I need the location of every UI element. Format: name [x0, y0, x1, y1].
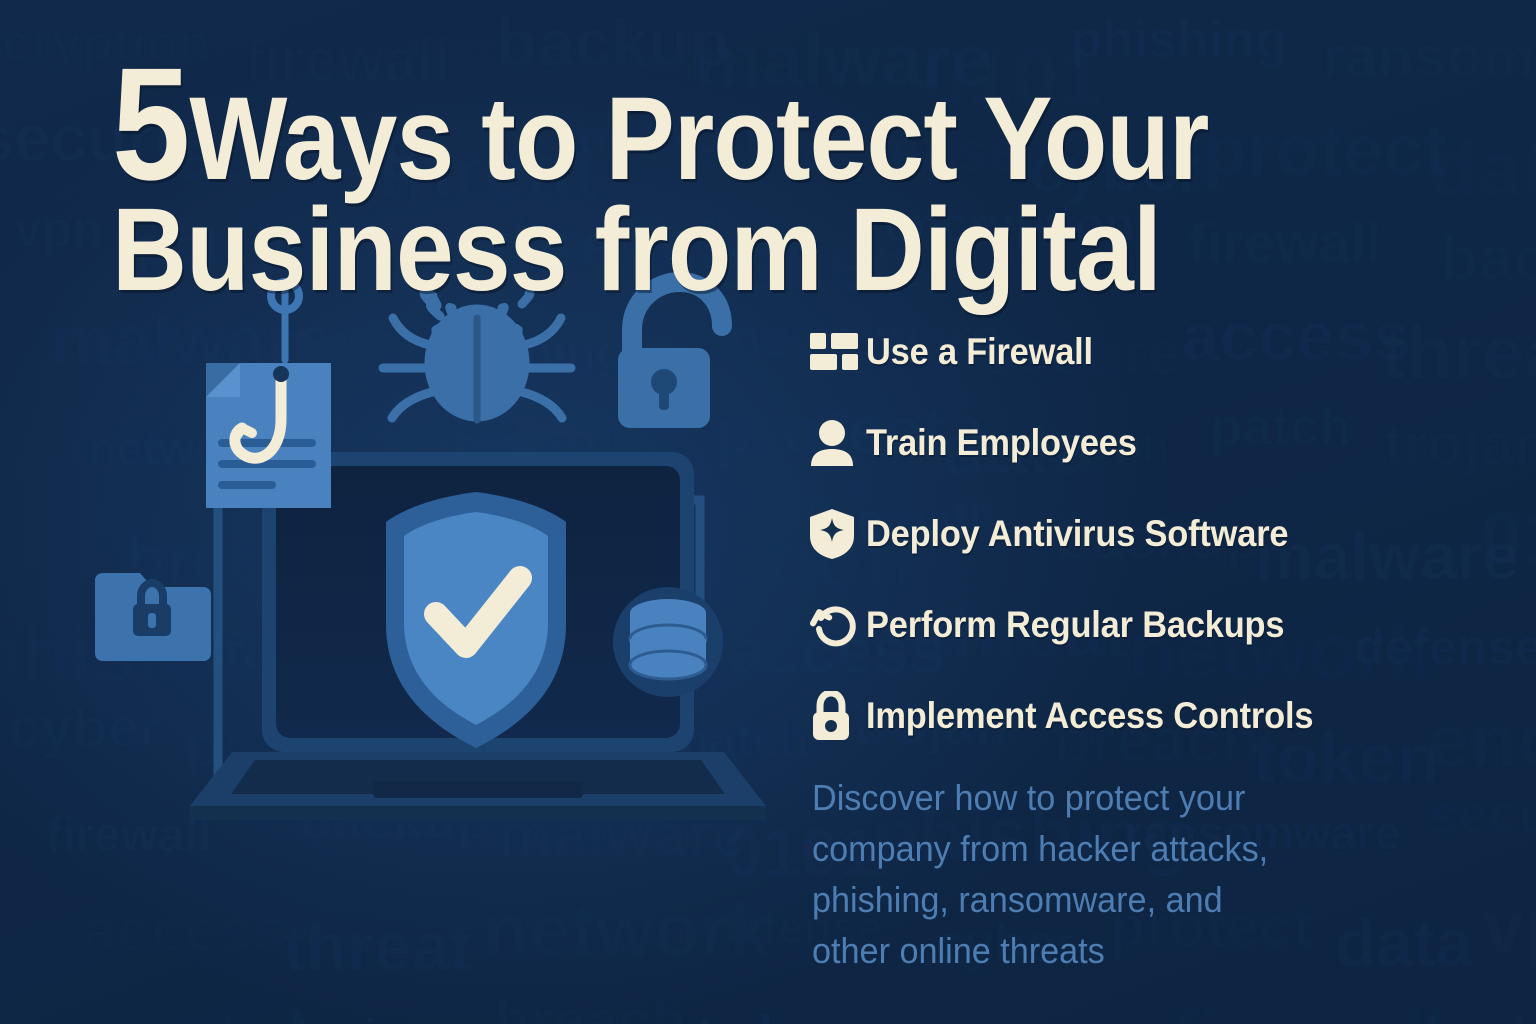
texture-word: data	[1429, 124, 1536, 213]
checklist-item-firewall[interactable]: Use a Firewall	[810, 306, 1470, 397]
padlock-icon	[810, 690, 866, 742]
description-text: Discover how to protect your company fro…	[812, 772, 1344, 976]
texture-word: vpn	[1483, 885, 1536, 968]
checklist-item-label: Perform Regular Backups	[866, 603, 1285, 645]
person-icon	[810, 417, 866, 469]
checklist-item-access-controls[interactable]: Implement Access Controls	[810, 670, 1470, 761]
texture-word: ransomware	[1322, 24, 1536, 90]
texture-word: protect	[1203, 111, 1448, 191]
texture-word: 0101	[1481, 498, 1536, 579]
cybersecurity-illustration	[95, 271, 766, 806]
malware-bug-icon	[378, 287, 576, 424]
texture-word: firewall	[1172, 992, 1448, 1024]
title-line-1: 5Ways to Protect Your	[112, 44, 1209, 204]
firewall-brick-icon	[810, 326, 866, 378]
description-line-1: Discover how to protect your	[812, 777, 1246, 818]
open-padlock-icon	[618, 271, 732, 428]
texture-word: firewall	[1188, 211, 1381, 274]
locked-folder-icon	[95, 573, 211, 661]
description-line-3: phishing, ransomware, and	[812, 879, 1223, 921]
description-line-4: other online threats	[812, 930, 1105, 972]
checklist-item-backups[interactable]: Perform Regular Backups	[810, 579, 1470, 670]
checklist-item-label: Train Employees	[866, 421, 1137, 463]
page-title: 5Ways to Protect Your Business from Digi…	[112, 44, 1209, 316]
phishing-document-hook-icon	[206, 278, 331, 508]
description-line-2: company from hacker attacks,	[812, 828, 1269, 870]
protection-checklist: Use a Firewall Train Employees Deploy An…	[810, 306, 1470, 761]
texture-word: backup	[1424, 1005, 1536, 1024]
texture-word: encryption	[868, 1013, 1241, 1024]
shield-plus-icon	[810, 508, 866, 560]
checklist-item-train-employees[interactable]: Train Employees	[810, 397, 1470, 488]
restore-arrow-icon	[810, 599, 866, 651]
title-number: 5	[112, 34, 190, 213]
checklist-item-label: Use a Firewall	[866, 330, 1093, 372]
shield-check-icon	[386, 492, 566, 748]
title-line-1-rest: Ways to Protect Your	[189, 73, 1209, 205]
checklist-item-antivirus[interactable]: Deploy Antivirus Software	[810, 488, 1470, 579]
checklist-item-label: Implement Access Controls	[866, 694, 1314, 736]
texture-word: secure	[1428, 785, 1536, 845]
checklist-item-label: Deploy Antivirus Software	[866, 512, 1289, 554]
texture-word: backup	[1440, 224, 1536, 294]
texture-word: data	[1335, 906, 1473, 981]
database-cylinder-icon	[613, 587, 723, 697]
title-line-2: Business from Digital	[112, 184, 1162, 316]
